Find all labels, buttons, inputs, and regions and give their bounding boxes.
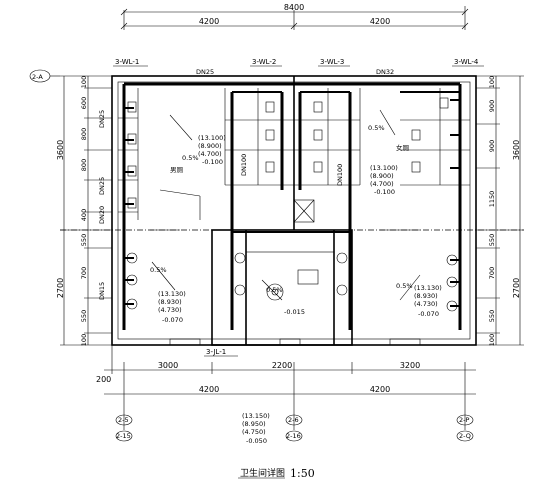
elev-lr-1: (8.930) (414, 292, 438, 300)
elevation-lower-left: (13.130) (8.930) (4.730) -0.070 (158, 290, 186, 324)
slope-5: 0.5% (396, 282, 413, 290)
pipe-size-dn25-top: DN25 (196, 68, 214, 76)
pipe-size-dn20: DN20 (98, 206, 106, 224)
elev-ll-3: -0.070 (162, 316, 183, 324)
elev-ur-1: (8.900) (370, 172, 394, 180)
axis-label-b4: 2-16 (286, 432, 301, 440)
axis-label-b6: 2-Q (459, 432, 471, 440)
elevation-upper-right: (13.100) (8.900) (4.700) -0.100 (370, 164, 398, 196)
dim-left-3: 800 (80, 159, 88, 171)
bottom-dimension-lines (104, 345, 476, 430)
riser-label-2: 3-WL-2 (252, 58, 276, 66)
axis-label-b2: 2-15 (116, 432, 131, 440)
axis-label-b3: 2-6 (288, 416, 299, 424)
dim-left-1: 600 (80, 97, 88, 109)
dim-bottom-a: 200 (96, 375, 111, 384)
dim-bottom-f: 4200 (370, 385, 390, 394)
axis-label-b1: 2-5 (118, 416, 129, 424)
dim-left-7: 550 (80, 310, 88, 322)
elev-ll-0: (13.130) (158, 290, 186, 298)
dim-right-total-lower: 2700 (512, 278, 521, 298)
dim-bottom-b: 3000 (158, 361, 178, 370)
elev-ur-0: (13.100) (370, 164, 398, 172)
dim-right-6: 550 (488, 310, 496, 322)
riser-label-4: 3-WL-4 (454, 58, 479, 66)
elev-lr-3: -0.070 (418, 310, 439, 318)
drain-pipes (122, 82, 462, 330)
elevation-lower-right: (13.130) (8.930) (4.730) -0.070 (414, 284, 442, 318)
elev-ll-2: (4.730) (158, 306, 182, 314)
dim-bottom-d: 3200 (400, 361, 420, 370)
slope-4: 0.5% (266, 286, 283, 294)
dim-right-3: 1150 (488, 191, 496, 208)
elev-ul-0: (13.100) (198, 134, 226, 142)
elev-b-3: -0.050 (246, 437, 267, 445)
slope-arrows (151, 109, 421, 301)
elev-ul-1: (8.900) (198, 142, 222, 150)
pipe-size-dn15: DN15 (98, 282, 106, 300)
dim-right-total-upper: 3600 (512, 140, 521, 160)
dim-left-4: 400 (80, 209, 88, 221)
toilet-fixtures (127, 97, 449, 209)
riser-label-3: 3-WL-3 (320, 58, 344, 66)
axis-label-b5: 2-P (459, 416, 469, 424)
axis-markers-bottom (115, 414, 474, 442)
elev-lr-2: (4.730) (414, 300, 438, 308)
slope-2: 0.5% (368, 124, 385, 132)
elev-b-0: (13.150) (242, 412, 270, 420)
slope-3: 0.5% (150, 266, 167, 274)
elev-b-2: (4.750) (242, 428, 266, 436)
elev-center: -0.015 (284, 308, 305, 316)
top-dimension-lines (120, 6, 469, 30)
axis-marker-left (29, 69, 60, 83)
elevation-upper-left: (13.100) (8.900) (4.700) -0.100 (198, 134, 226, 166)
dim-right-5: 700 (488, 267, 496, 279)
dim-left-8: 100 (80, 334, 88, 346)
room-label-women: 女厕 (396, 143, 410, 152)
dim-total-width: 8400 (284, 3, 304, 12)
elev-lr-0: (13.130) (414, 284, 442, 292)
dim-left-2: 800 (80, 128, 88, 140)
pipe-size-dn25-left: DN25 (98, 110, 106, 128)
plan-walls (60, 75, 524, 346)
dim-left-0: 100 (80, 76, 88, 88)
dim-right-0: 100 (488, 76, 496, 88)
floor-drains (126, 252, 458, 312)
dim-bottom-c: 2200 (272, 361, 292, 370)
dim-right-2: 900 (488, 140, 496, 152)
dim-left-half: 4200 (199, 17, 219, 26)
elevation-bottom: (13.150) (8.950) (4.750) -0.050 (242, 412, 270, 445)
elev-ll-1: (8.930) (158, 298, 182, 306)
drawing-scale: 1:50 (290, 467, 315, 480)
elev-b-1: (8.950) (242, 420, 266, 428)
right-dimension-lines (476, 75, 524, 346)
pipe-size-dn25-left2: DN25 (98, 177, 106, 195)
pipe-size-dn32-top: DN32 (376, 68, 394, 76)
elev-ul-3: -0.100 (202, 158, 223, 166)
dim-left-total-upper: 3600 (56, 140, 65, 160)
dim-left-6: 700 (80, 267, 88, 279)
riser-label-bottom: 3-JL-1 (206, 348, 226, 356)
room-label-men: 男厕 (170, 166, 184, 174)
drawing-title: 卫生间详图 (240, 467, 285, 479)
dim-left-5: 550 (80, 234, 88, 246)
riser-label-1: 3-WL-1 (115, 58, 139, 66)
elev-ur-3: -0.100 (374, 188, 395, 196)
dim-bottom-e: 4200 (199, 385, 219, 394)
dim-right-1: 900 (488, 100, 496, 112)
elev-ul-2: (4.700) (198, 150, 222, 158)
dim-right-7: 100 (488, 334, 496, 346)
axis-label-left: 2-A (32, 73, 43, 81)
left-dimension-lines (60, 75, 112, 346)
slope-1: 0.5% (182, 154, 199, 162)
pipe-size-dn100-b: DN100 (336, 164, 344, 186)
pipe-size-dn100-a: DN100 (240, 154, 248, 176)
dim-right-4: 550 (488, 234, 496, 246)
dim-right-half: 4200 (370, 17, 390, 26)
elev-ur-2: (4.700) (370, 180, 394, 188)
dim-left-total-lower: 2700 (56, 278, 65, 298)
